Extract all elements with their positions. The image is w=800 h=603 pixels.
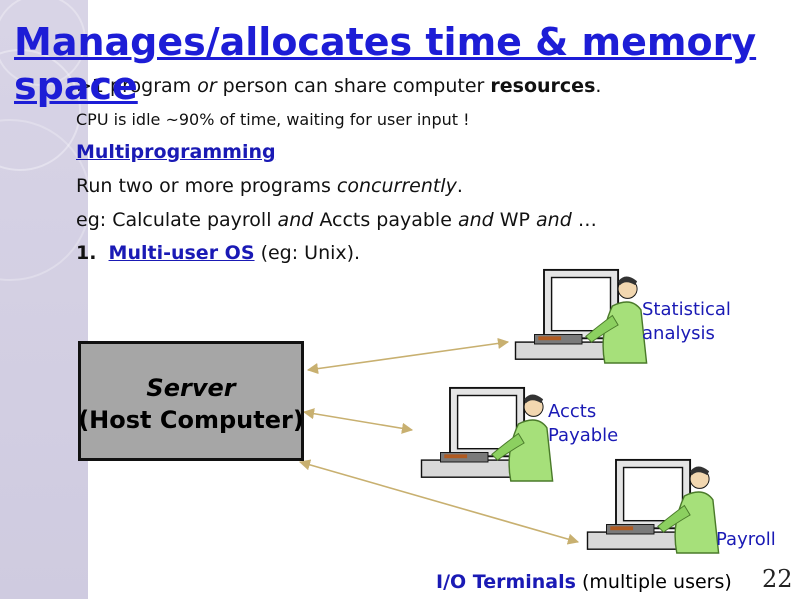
bullet-run-programs: Run two or more programs concurrently.	[76, 175, 463, 197]
text-segment: (eg: Unix).	[254, 242, 361, 264]
label-line: analysis	[642, 323, 715, 344]
caption-rest: (multiple users)	[575, 571, 732, 593]
numbered-item-multiuser: 1. Multi-user OS (eg: Unix).	[76, 242, 360, 264]
server-host-computer: Server (Host Computer)	[78, 341, 304, 461]
text-bold: resources	[490, 75, 596, 97]
text-segment: …	[571, 209, 597, 231]
text-em: or	[197, 75, 217, 97]
arrow-server-statistical	[306, 337, 510, 375]
multiprogramming-link[interactable]: Multiprogramming	[76, 141, 276, 163]
label-line: Statistical	[642, 299, 731, 320]
multi-user-os-link[interactable]: Multi-user OS	[108, 242, 255, 264]
terminal-accts-payable	[420, 386, 554, 482]
text-segment: WP	[493, 209, 537, 231]
bullet-share-resources: >1 program or person can share computer …	[76, 75, 601, 97]
text-segment: .	[595, 75, 602, 97]
label-line: Accts	[548, 401, 597, 422]
terminal-statistical-analysis	[514, 268, 648, 364]
page-number: 22	[762, 565, 793, 593]
text-segment: Run two or more programs	[76, 175, 337, 197]
label-statistical-analysis: Statistical analysis	[642, 298, 731, 346]
text-em: and	[457, 209, 494, 231]
caption-bold: I/O Terminals	[436, 571, 576, 593]
text-segment: person can share computer	[216, 75, 491, 97]
server-label: Server	[146, 374, 236, 402]
label-line: Payroll	[716, 529, 776, 550]
text-em: and	[277, 209, 314, 231]
io-terminals-caption: I/O Terminals (multiple users)	[436, 571, 732, 593]
label-payroll: Payroll	[716, 528, 776, 552]
arrow-server-accts	[302, 408, 414, 434]
slide-title: Manages/allocates time & memory space	[14, 20, 757, 108]
bullet-example: eg: Calculate payroll and Accts payable …	[76, 209, 597, 231]
text-em: concurrently	[336, 175, 457, 197]
label-line: Payable	[548, 425, 619, 446]
terminal-payroll	[586, 458, 720, 554]
text-em: and	[536, 209, 572, 231]
text-segment: .	[456, 175, 463, 197]
bullet-cpu-idle: CPU is idle ~90% of time, waiting for us…	[76, 110, 470, 129]
item-number: 1.	[76, 242, 97, 264]
sidebar-decoration	[0, 0, 91, 599]
text-segment: eg: Calculate payroll	[76, 209, 278, 231]
label-accts-payable: Accts Payable	[548, 400, 618, 448]
link-text[interactable]: Multiprogramming	[76, 141, 276, 163]
arrow-server-payroll	[298, 459, 580, 545]
text-segment: Accts payable	[313, 209, 458, 231]
server-sublabel: (Host Computer)	[78, 406, 304, 434]
text-segment: >1 program	[76, 75, 198, 97]
